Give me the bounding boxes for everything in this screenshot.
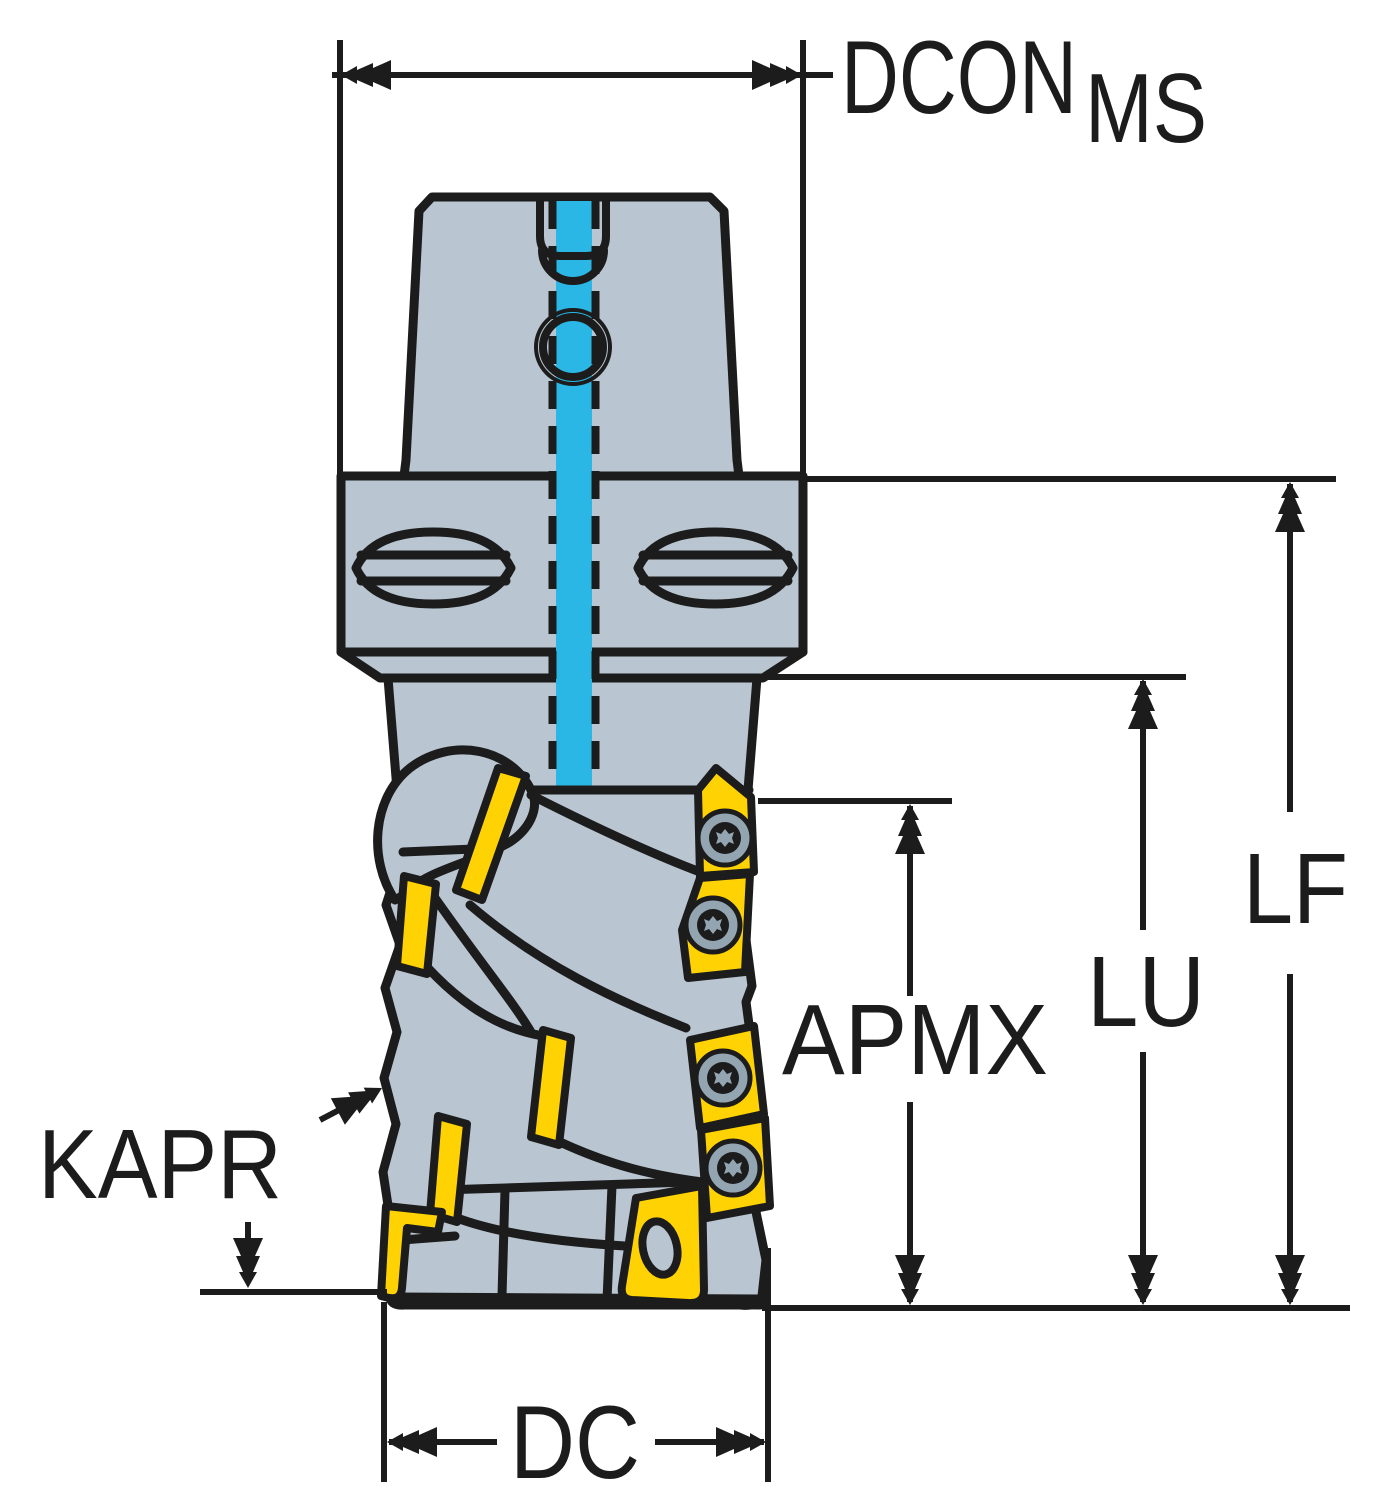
coolant-channel [548,201,600,811]
dimension-lu [760,674,1186,1305]
label-dcon: DCON [841,20,1077,136]
insert [452,764,530,904]
dimension-apmx [758,798,952,1305]
dimension-kapr [200,1074,390,1295]
label-lu: LU [1087,936,1205,1048]
cutter-body [373,745,771,1310]
label-dcon-subscript: MS [1085,53,1207,163]
insert [393,872,440,978]
top-recess [536,197,610,260]
dimension-dcon [332,40,833,476]
bottom-edge [388,1292,768,1310]
insert [377,1202,446,1303]
shank-features [534,197,612,386]
recess-screw-arc [538,246,608,285]
label-lf: LF [1243,833,1348,945]
cross-hole [539,313,607,381]
dimension-dc [381,1248,771,1482]
label-apmx: APMX [782,984,1048,1096]
dimensions [200,40,1350,1482]
cross-hole-outer [534,308,612,386]
insert [527,1026,575,1149]
hidden-line [548,201,600,811]
insert-hole [638,1217,682,1279]
insert [426,1112,471,1226]
label-dc: DC [510,1385,640,1500]
label-kapr: KAPR [38,1109,282,1219]
dimension-lf [806,476,1336,1305]
inserts [377,764,774,1308]
